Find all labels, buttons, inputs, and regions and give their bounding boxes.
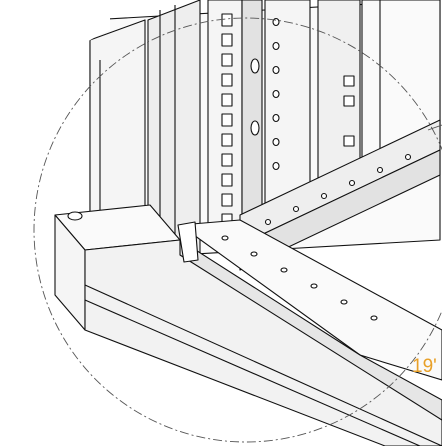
rail-square-holes [221,13,233,225]
callout-leader [427,124,442,131]
rack-width-callout-label: 19' [412,356,437,377]
plinth-bolt [67,211,83,221]
plinth-beam-holes [221,235,378,321]
frame-upright [264,0,311,216]
rack-illustration [54,0,442,446]
floor-rail-rear-holes [264,153,412,226]
upright-round-holes [250,17,280,171]
mounting-rail-side [241,0,263,241]
detail-magnifier-circle [33,17,442,443]
corner-clip [177,221,199,263]
plinth-top-beam [179,219,442,381]
